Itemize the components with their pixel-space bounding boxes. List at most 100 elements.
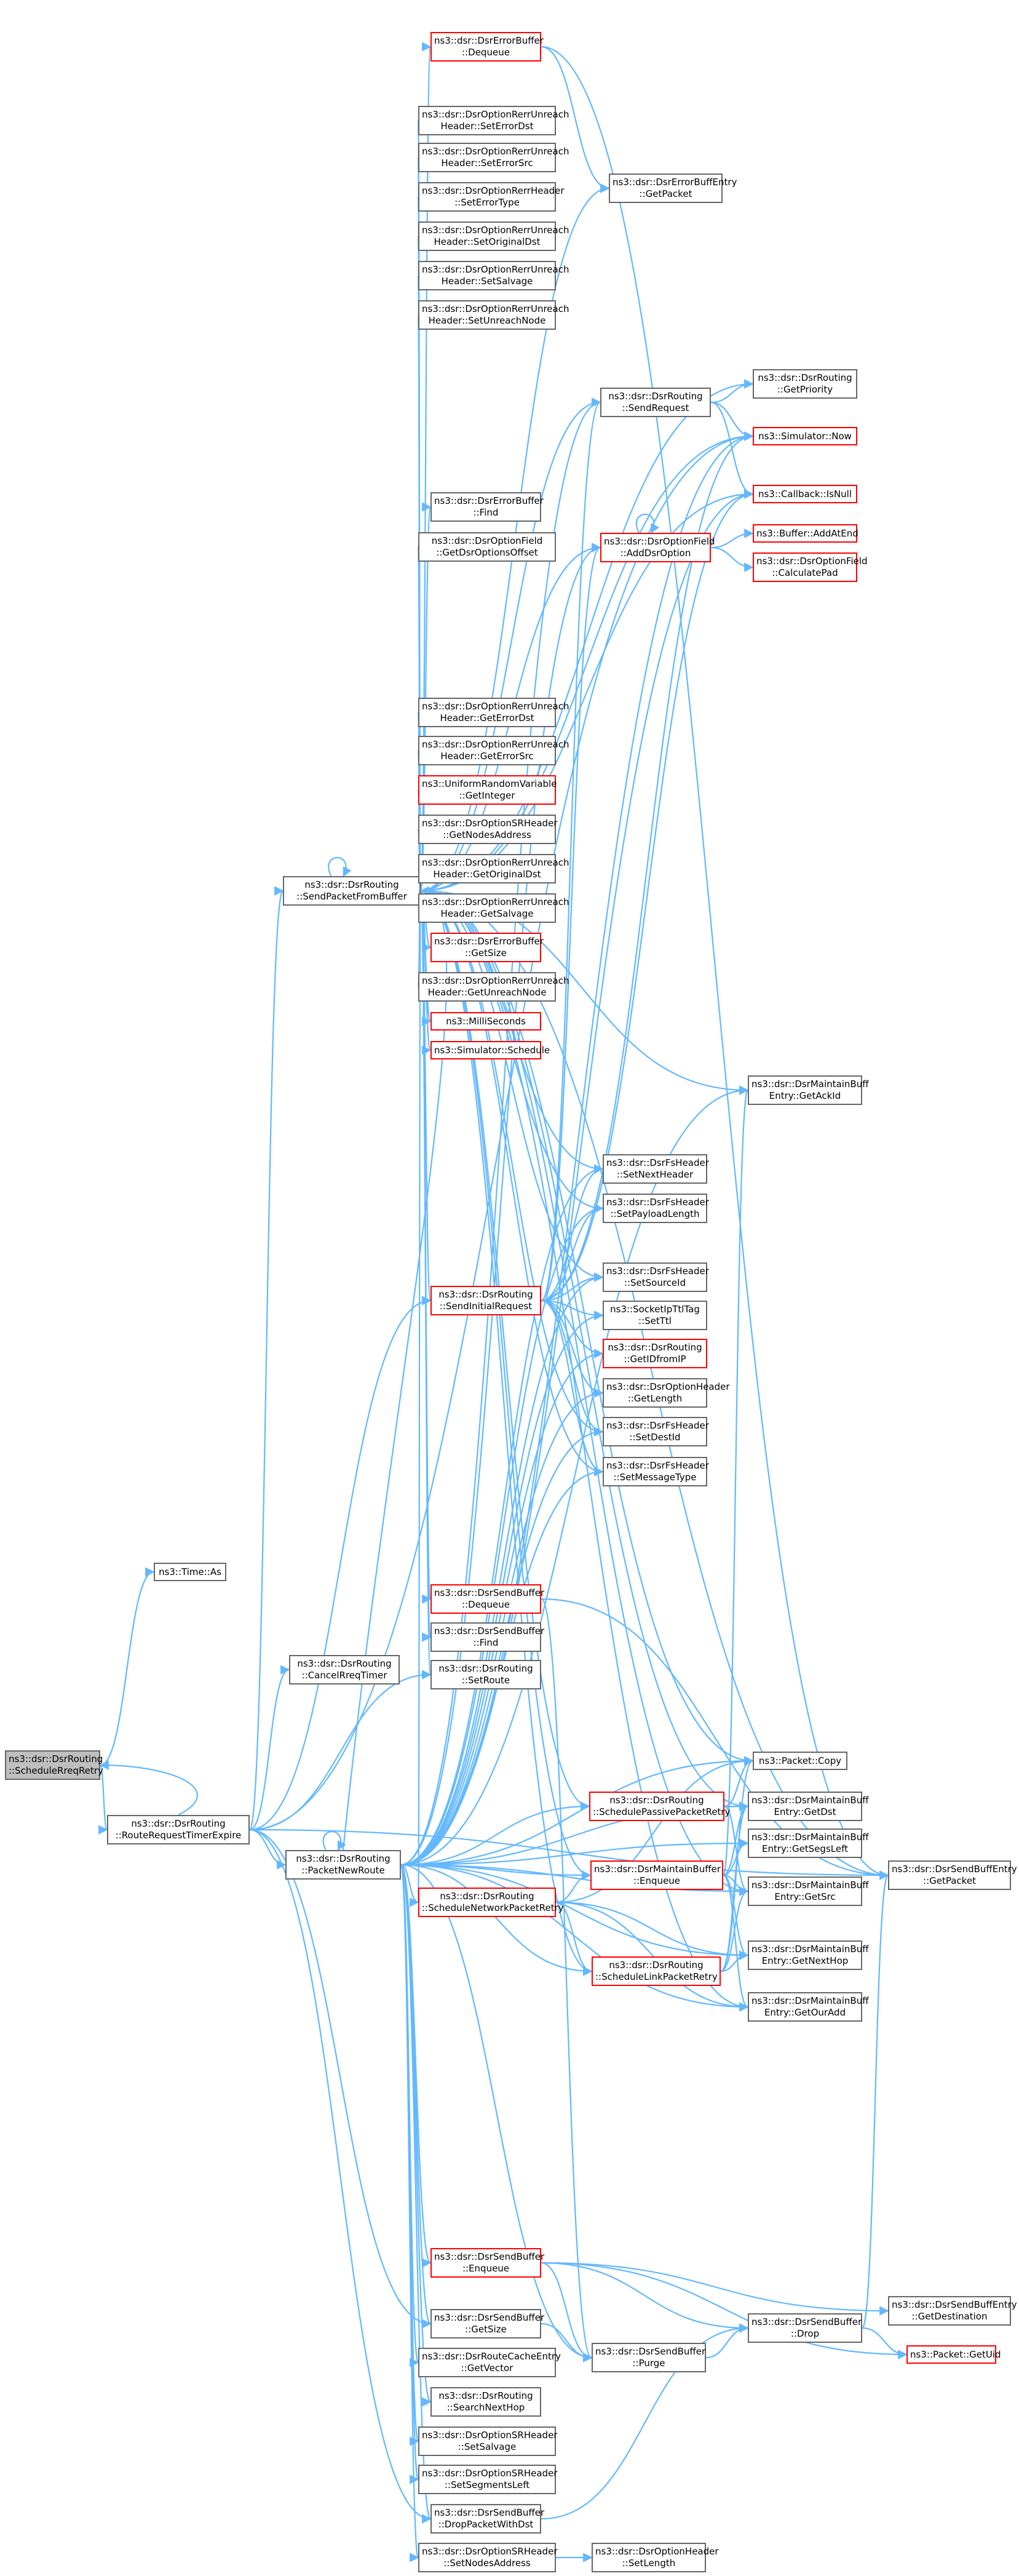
edge-adddsropt-adddsropt xyxy=(635,514,660,534)
node-searchnext[interactable]: ns3::dsr::DsrRouting::SearchNextHop xyxy=(430,2387,541,2417)
node-sr_setsegs[interactable]: ns3::dsr::DsrOptionSRHeader::SetSegments… xyxy=(418,2465,557,2494)
node-label-line: ns3::Buffer::AddAtEnd xyxy=(756,527,858,539)
edge-sendinitreq-fs_setdst xyxy=(541,1299,604,1437)
node-sr_setsalv[interactable]: ns3::dsr::DsrOptionSRHeader::SetSalvage xyxy=(418,2426,558,2456)
node-sb_getsize[interactable]: ns3::dsr::DsrSendBuffer::GetSize xyxy=(430,2309,544,2339)
node-ceb_deq[interactable]: ns3::dsr::DsrErrorBuffer::Dequeue xyxy=(430,32,544,62)
node-adddsropt[interactable]: ns3::dsr::DsrOptionField::AddDsrOption xyxy=(600,533,715,562)
node-label-line: Entry::GetDst xyxy=(774,1806,836,1817)
node-schedpassive[interactable]: ns3::dsr::DsrRouting::SchedulePassivePac… xyxy=(589,1792,730,1821)
node-fs_setdst[interactable]: ns3::dsr::DsrFsHeader::SetDestId xyxy=(603,1417,709,1446)
node-ebe_getpkt[interactable]: ns3::dsr::DsrErrorBuffEntry::GetPacket xyxy=(609,173,737,203)
node-sb_enq[interactable]: ns3::dsr::DsrSendBuffer::Enqueue xyxy=(430,2248,544,2278)
node-simnow[interactable]: ns3::Simulator::Now xyxy=(753,427,857,445)
node-mb_enq[interactable]: ns3::dsr::DsrMaintainBuffer::Enqueue xyxy=(590,1860,723,1890)
node-fs_setsrc[interactable]: ns3::dsr::DsrFsHeader::SetSourceId xyxy=(603,1262,709,1292)
node-pktcopy[interactable]: ns3::Packet::Copy xyxy=(753,1752,847,1770)
node-label-line: ns3::dsr::DsrErrorBuffer xyxy=(434,495,544,506)
node-label-line: ns3::dsr::DsrOptionRerrUnreach xyxy=(422,264,569,275)
node-timeas[interactable]: ns3::Time::As xyxy=(154,1563,226,1581)
node-fs_setnext[interactable]: ns3::dsr::DsrFsHeader::SetNextHeader xyxy=(603,1154,709,1184)
edge-sendinitreq-getidfromip xyxy=(541,1299,604,1358)
node-label-line: Header::GetOriginalDst xyxy=(433,869,541,880)
edge-rrte-cancelrreq xyxy=(249,1665,290,1831)
node-rce_getvec[interactable]: ns3::dsr::DsrRouteCacheEntry::GetVector xyxy=(418,2348,561,2377)
node-label-line: ns3::dsr::DsrOptionRerrUnreach xyxy=(422,109,569,120)
node-sendinitreq[interactable]: ns3::dsr::DsrRouting::SendInitialRequest xyxy=(430,1286,541,1315)
node-cbisnull[interactable]: ns3::Callback::IsNull xyxy=(753,485,857,503)
edge-sb_dropdst-sb_drop xyxy=(541,2323,749,2520)
node-label-line: ns3::dsr::DsrRouting xyxy=(608,1342,702,1353)
node-sb_deq[interactable]: ns3::dsr::DsrSendBuffer::Dequeue xyxy=(430,1584,544,1614)
node-root[interactable]: ns3::dsr::DsrRouting::ScheduleRreqRetry xyxy=(5,1750,103,1780)
edge-sendinitreq-adddsropt xyxy=(541,543,601,1302)
node-label-line: ::SendInitialRequest xyxy=(439,1301,533,1312)
node-opt_getlen[interactable]: ns3::dsr::DsrOptionHeader::GetLength xyxy=(603,1378,730,1408)
node-sockttl[interactable]: ns3::SocketIpTtlTag::SetTtl xyxy=(603,1301,707,1330)
node-label-line: ns3::dsr::DsrOptionSRHeader xyxy=(422,2430,558,2441)
node-cancelrreq[interactable]: ns3::dsr::DsrRouting::CancelRreqTimer xyxy=(289,1655,400,1685)
edge-sb_deq-sbe_getpkt xyxy=(541,1598,889,1880)
node-schednetwork[interactable]: ns3::dsr::DsrRouting::ScheduleNetworkPac… xyxy=(418,1888,564,1917)
node-bufaddatend[interactable]: ns3::Buffer::AddAtEnd xyxy=(753,524,858,543)
node-sendreq[interactable]: ns3::dsr::DsrRouting::SendRequest xyxy=(600,388,711,417)
node-millisec[interactable]: ns3::MilliSeconds xyxy=(430,1012,541,1031)
edge-sendinitreq-cbisnull xyxy=(541,489,754,1302)
edge-rrte-root xyxy=(99,1760,198,1816)
node-sbe_getpkt[interactable]: ns3::dsr::DsrSendBuffEntry::GetPacket xyxy=(888,1860,1017,1890)
node-eb_getsize[interactable]: ns3::dsr::DsrErrorBuffer::GetSize xyxy=(430,933,544,962)
node-getprio[interactable]: ns3::dsr::DsrRouting::GetPriority xyxy=(753,369,857,399)
node-calcpad[interactable]: ns3::dsr::DsrOptionField::CalculatePad xyxy=(753,552,868,582)
node-getidfromip[interactable]: ns3::dsr::DsrRouting::GetIDfromIP xyxy=(603,1339,707,1368)
edge-pnr-schedlink xyxy=(400,1864,593,1976)
node-schedlink[interactable]: ns3::dsr::DsrRouting::ScheduleLinkPacket… xyxy=(592,1956,721,1986)
node-sr_setnodes[interactable]: ns3::dsr::DsrOptionSRHeader::SetNodesAdd… xyxy=(418,2543,557,2572)
node-fs_setpl[interactable]: ns3::dsr::DsrFsHeader::SetPayloadLength xyxy=(603,1194,709,1223)
node-label-line: ns3::dsr::DsrOptionHeader xyxy=(606,1381,730,1392)
node-opt_setlen[interactable]: ns3::dsr::DsrOptionHeader::SetLength xyxy=(592,2543,719,2572)
node-getoptoff[interactable]: ns3::dsr::DsrOptionField::GetDsrOptionsO… xyxy=(418,532,556,562)
node-urvgetint[interactable]: ns3::UniformRandomVariable::GetInteger xyxy=(418,775,557,805)
node-sbe_getdest[interactable]: ns3::dsr::DsrSendBuffEntry::GetDestinati… xyxy=(888,2296,1017,2326)
edge-pnr-sr_setnodes xyxy=(400,1864,419,2562)
edge-schednetwork-pktcopy xyxy=(555,1756,754,1904)
node-sb_find[interactable]: ns3::dsr::DsrSendBuffer::Find xyxy=(430,1622,544,1652)
node-eb_find[interactable]: ns3::dsr::DsrErrorBuffer::Find xyxy=(430,492,544,522)
node-sb_purge[interactable]: ns3::dsr::DsrSendBuffer::Purge xyxy=(592,2343,706,2372)
node-label-line: ns3::dsr::DsrMaintainBuffer xyxy=(594,1864,721,1875)
node-fs_setmsg[interactable]: ns3::dsr::DsrFsHeader::SetMessageType xyxy=(603,1457,709,1486)
node-setroute[interactable]: ns3::dsr::DsrRouting::SetRoute xyxy=(430,1660,541,1689)
node-label-line: ::ScheduleLinkPacketRetry xyxy=(595,1971,718,1982)
node-pktgetuid[interactable]: ns3::Packet::GetUid xyxy=(906,2345,1001,2364)
node-label-line: ns3::MilliSeconds xyxy=(446,1015,526,1027)
node-sb_dropdst[interactable]: ns3::dsr::DsrSendBuffer::DropPacketWithD… xyxy=(430,2504,544,2534)
node-spfb[interactable]: ns3::dsr::DsrRouting::SendPacketFromBuff… xyxy=(283,876,421,906)
node-seterrtype[interactable]: ns3::dsr::DsrOptionRerrHeader::SetErrorT… xyxy=(418,182,565,212)
node-srgetnodes[interactable]: ns3::dsr::DsrOptionSRHeader::GetNodesAdd… xyxy=(418,815,557,844)
node-pnr[interactable]: ns3::dsr::DsrRouting::PacketNewRoute xyxy=(285,1850,401,1880)
node-rrte[interactable]: ns3::dsr::DsrRouting::RouteRequestTimerE… xyxy=(107,1815,250,1844)
node-simsched[interactable]: ns3::Simulator::Schedule xyxy=(430,1041,550,1059)
node-label-line: ::GetPacket xyxy=(923,1875,976,1886)
node-label-line: ns3::dsr::DsrOptionRerrUnreach xyxy=(422,739,569,750)
node-label-line: ns3::dsr::DsrMaintainBuff xyxy=(751,1995,869,2006)
edge-schednetwork-mb_enq xyxy=(555,1870,592,1904)
node-sb_drop[interactable]: ns3::dsr::DsrSendBuffer::Drop xyxy=(748,2313,862,2343)
edge-rrte-sb_dropdst xyxy=(249,1828,432,2524)
